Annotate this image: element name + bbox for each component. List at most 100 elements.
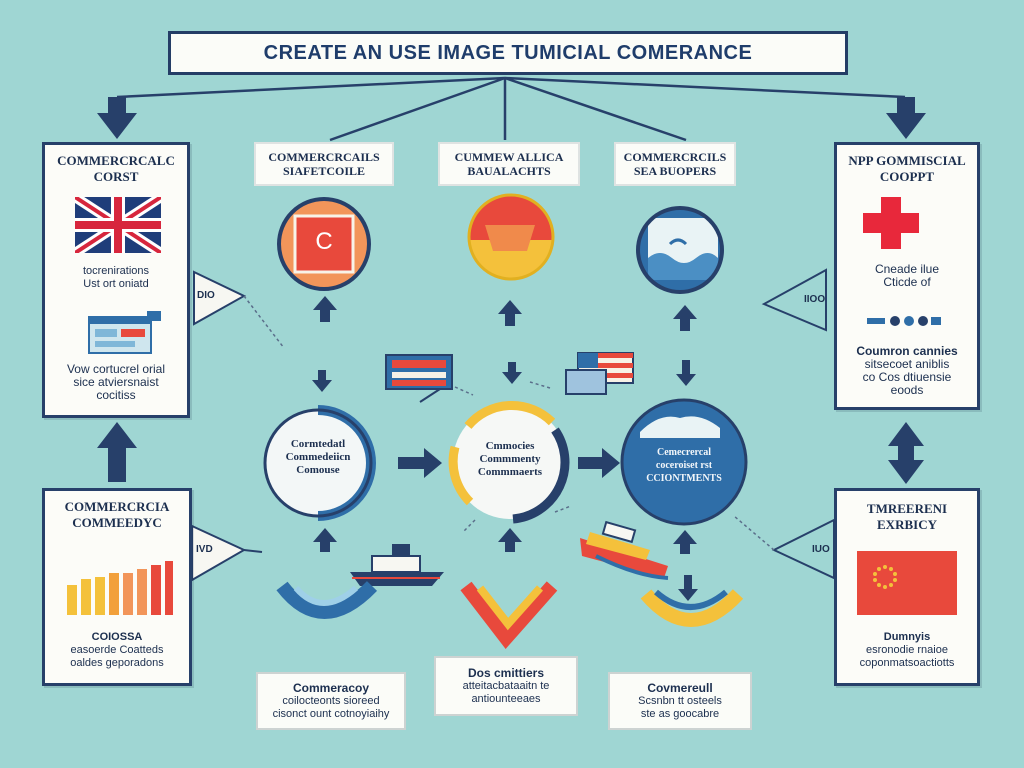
node-line: coceroiset rst <box>655 460 713 471</box>
up-arrows-top <box>313 296 697 331</box>
wave-shape-left <box>276 581 378 619</box>
node-left <box>263 405 376 521</box>
ship-icon-left <box>350 544 444 586</box>
text-line: COIOSSA <box>91 631 143 643</box>
label-line: COMMERCRCILS <box>623 150 727 164</box>
arrow-down-left-top <box>97 97 137 139</box>
label-line: CUMMEW ALLICA <box>454 150 564 164</box>
text-line: eoods <box>890 383 924 397</box>
left-top-panel-text-2: Vow cortucrel orial sice atviersnaist co… <box>49 363 183 402</box>
note-line: Scsnbn tt osteels <box>638 694 722 707</box>
bar-chart-icon <box>67 561 173 615</box>
right-top-panel-text-1: Cneade ilue Cticde of <box>841 263 973 289</box>
label-line: BAUALACHTS <box>467 164 551 178</box>
right-bottom-panel-text: Dumnyis esronodie rnaioe coponmatsoactio… <box>841 631 973 670</box>
browser-window-icon <box>88 311 161 354</box>
wave-shape-center <box>460 581 558 649</box>
text-line: Ust ort oniatd <box>83 278 149 290</box>
triangle-pointer-left-bottom <box>191 524 263 582</box>
text-line: Cneade ilue <box>874 262 940 276</box>
text-line: oaldes geporadons <box>70 657 164 669</box>
node-line: Cemecrercal <box>656 447 712 458</box>
flag-usa-left <box>385 354 453 403</box>
left-bottom-panel-text: COIOSSA easoerde Coatteds oaldes geporad… <box>49 631 185 670</box>
down-arrows-middle <box>312 360 696 392</box>
tri-label-3: IIOO <box>804 294 826 305</box>
flag-eu-red-icon <box>857 551 957 615</box>
text-line: cocitiss <box>96 388 136 402</box>
node-center <box>448 401 570 524</box>
red-cross-flag-icon <box>863 197 919 249</box>
text-line: Cticde of <box>883 275 931 289</box>
bottom-note-3: Covmereull Scsnbn tt osteels ste as gooc… <box>608 672 752 730</box>
note-heading: Dos cmittiers <box>467 665 545 680</box>
text-line: co Cos dtiuensie <box>862 370 952 384</box>
node-center-label: Cmmocies Commmenty Commmaerts <box>462 440 558 479</box>
node-right <box>620 398 748 526</box>
node-right-label: Cemecrercal coceroiset rst CCIONTMENTS <box>630 446 738 485</box>
text-line: Coumron cannies <box>856 344 958 358</box>
node-left-label: Cormtedatl Commedeiicn Comouse <box>272 438 364 477</box>
right-bottom-panel-heading: TMREERENI EXRBICY <box>837 501 977 533</box>
flag-uk-icon <box>75 197 161 253</box>
text-line: coponmatsoactiotts <box>859 657 955 669</box>
top-label-1: COMMERCRCAILS SIAFETCOILE <box>254 142 394 186</box>
arrow-right-1 <box>398 448 442 478</box>
heading-line: COMMEEDYC <box>72 515 162 530</box>
top-label-3: COMMERCRCILS SEA BUOPERS <box>614 142 736 186</box>
badge-letter: C <box>315 228 333 255</box>
icon-badge-c <box>277 197 371 291</box>
icon-globe-half <box>467 193 555 281</box>
tri-label-1: DIO <box>197 290 215 301</box>
text-line: tocrenirations <box>82 265 150 277</box>
tri-label-2: IVD <box>196 544 213 555</box>
node-line: Cormtedatl <box>290 438 346 450</box>
text-line: Vow cortucrel orial <box>66 362 166 376</box>
heading-line: COOPPT <box>879 169 935 184</box>
node-line: CCIONTMENTS <box>646 473 722 484</box>
bottom-note-1: Commeracoy coilocteonts sioreed cisonct … <box>256 672 406 730</box>
note-line: ste as goocabre <box>640 707 720 720</box>
left-top-panel: COMMERCRCALC CORST tocrenirations Ust or… <box>42 142 190 418</box>
heading-line: NPP GOMMISCIAL <box>848 153 966 168</box>
flag-usa-right <box>565 352 634 395</box>
dashed-connectors <box>454 381 572 533</box>
node-line: Commedeiicn <box>285 451 351 463</box>
top-label-2: CUMMEW ALLICA BAUALACHTS <box>438 142 580 186</box>
text-line: easoerde Coatteds <box>70 644 164 656</box>
note-line: atteitacbataaitn te <box>462 679 550 692</box>
wave-shape-right <box>640 589 744 627</box>
label-line: COMMERCRCAILS <box>268 150 380 164</box>
triangle-pointer-right-top <box>761 268 827 332</box>
icon-sea-wave <box>636 206 724 294</box>
ship-icon-right <box>580 520 669 580</box>
bottom-note-2: Dos cmittiers atteitacbataaitn te antiou… <box>434 656 578 716</box>
label-line: SIAFETCOILE <box>282 164 366 178</box>
up-arrows-bottom <box>313 528 698 601</box>
heading-line: EXRBICY <box>877 517 937 532</box>
note-heading: Covmereull <box>647 680 713 695</box>
node-line: Commmaerts <box>477 466 543 478</box>
triangle-pointer-left-top <box>193 270 285 349</box>
text-line: sice atviersnaist <box>73 375 159 389</box>
tri-label-4: IUO <box>812 544 830 555</box>
node-line: Comouse <box>296 464 340 476</box>
left-bottom-panel-heading: COMMERCRCIA COMMEEDYC <box>45 499 189 531</box>
right-top-panel: NPP GOMMISCIAL COOPPT Cneade ilue Cticde… <box>834 142 980 410</box>
text-line: esronodie rnaioe <box>866 644 948 656</box>
node-line: Cmmocies <box>485 440 535 452</box>
left-top-panel-heading: COMMERCRCALC CORST <box>45 153 187 185</box>
note-line: antiounteeaes <box>471 692 541 705</box>
right-top-panel-text-2: Coumron cannies sitsecoet aniblis co Cos… <box>841 345 973 397</box>
text-line: sitsecoet aniblis <box>864 357 950 371</box>
title-connectors <box>116 76 906 142</box>
heading-line: CORST <box>93 169 139 184</box>
heading-line: COMMERCRCIA <box>64 499 170 514</box>
arrow-down-right-top <box>886 97 926 139</box>
text-line: Dumnyis <box>883 631 931 643</box>
label-line: SEA BUOPERS <box>633 164 717 178</box>
heading-line: TMREERENI <box>866 501 948 516</box>
arrow-up-left <box>97 422 137 482</box>
node-line: Commmenty <box>479 453 541 465</box>
